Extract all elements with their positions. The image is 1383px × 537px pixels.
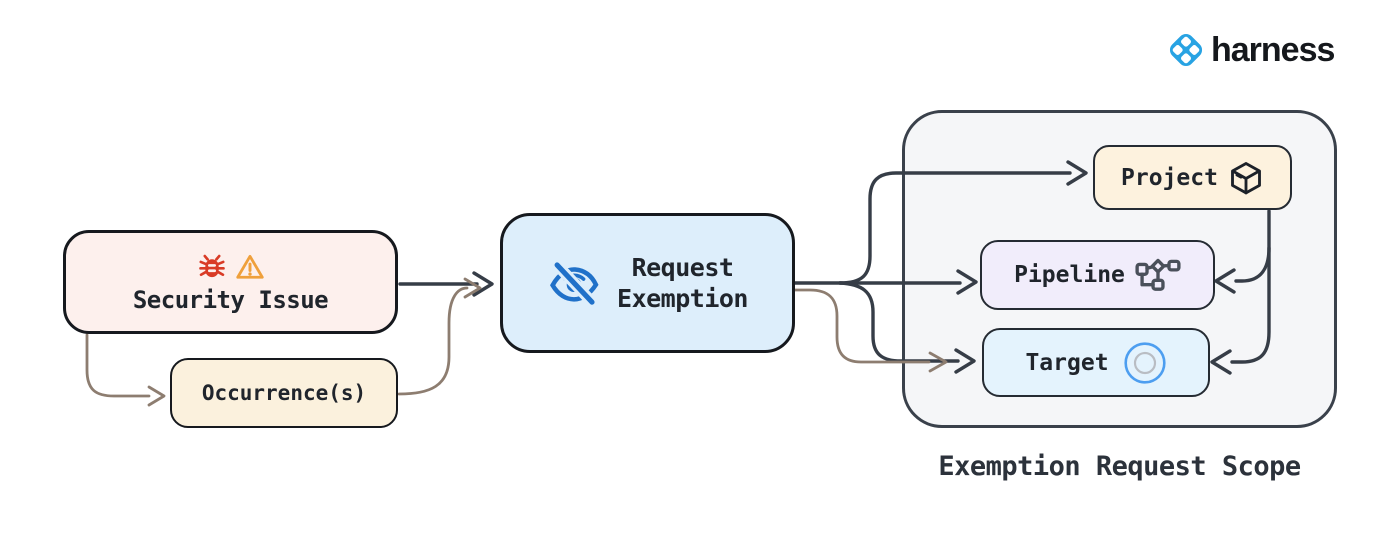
arrowhead-occurrences — [147, 385, 166, 407]
arrowhead-project — [1066, 160, 1088, 186]
request-exemption-label: Request Exemption — [617, 252, 748, 314]
request-exemption-label-line1: Request — [631, 253, 734, 282]
edge-security-to-occurrences — [85, 333, 151, 398]
arrowhead-pipeline-right — [1214, 268, 1236, 294]
project-label: Project — [1121, 164, 1218, 191]
edge-occurrences-to-exemption — [397, 286, 469, 396]
occurrences-label: Occurrence(s) — [201, 381, 367, 405]
arrowhead-exemption-input — [472, 271, 494, 297]
node-request-exemption: Request Exemption — [500, 213, 795, 353]
edge-exemption-to-target — [838, 281, 960, 363]
arrowhead-target-right — [1210, 349, 1232, 375]
scope-caption: Exemption Request Scope — [938, 451, 1301, 482]
harness-wordmark: harness — [1211, 30, 1335, 69]
arrowhead-exemption-input-brown — [463, 277, 482, 299]
eye-off-icon — [550, 259, 599, 308]
bug-icon — [198, 254, 225, 277]
target-label: Target — [1025, 349, 1109, 376]
request-exemption-label-line2: Exemption — [617, 284, 748, 313]
pipeline-label: Pipeline — [1014, 262, 1125, 288]
edge-exemption-to-target-brown — [793, 288, 931, 364]
harness-logo: harness — [1165, 27, 1335, 73]
warning-icon — [235, 254, 264, 279]
node-target: Target — [982, 328, 1210, 397]
node-project: Project — [1093, 145, 1292, 210]
edge-project-to-pipeline — [1234, 246, 1271, 283]
node-pipeline: Pipeline — [980, 240, 1215, 310]
node-security-issue: Security Issue — [63, 230, 398, 334]
pipeline-icon — [1135, 258, 1181, 291]
harness-logo-icon — [1169, 33, 1203, 67]
arrowhead-pipeline-left — [956, 269, 978, 295]
security-issue-label: Security Issue — [132, 285, 329, 314]
arrowhead-target-brown — [928, 351, 948, 373]
arrowhead-target-left — [954, 348, 976, 374]
security-issue-icons — [196, 251, 266, 283]
node-occurrences: Occurrence(s) — [170, 358, 398, 428]
target-icon — [1123, 341, 1166, 384]
edge-project-to-target — [1230, 209, 1271, 364]
edge-exemption-to-project — [838, 171, 1072, 285]
package-icon — [1231, 161, 1261, 194]
